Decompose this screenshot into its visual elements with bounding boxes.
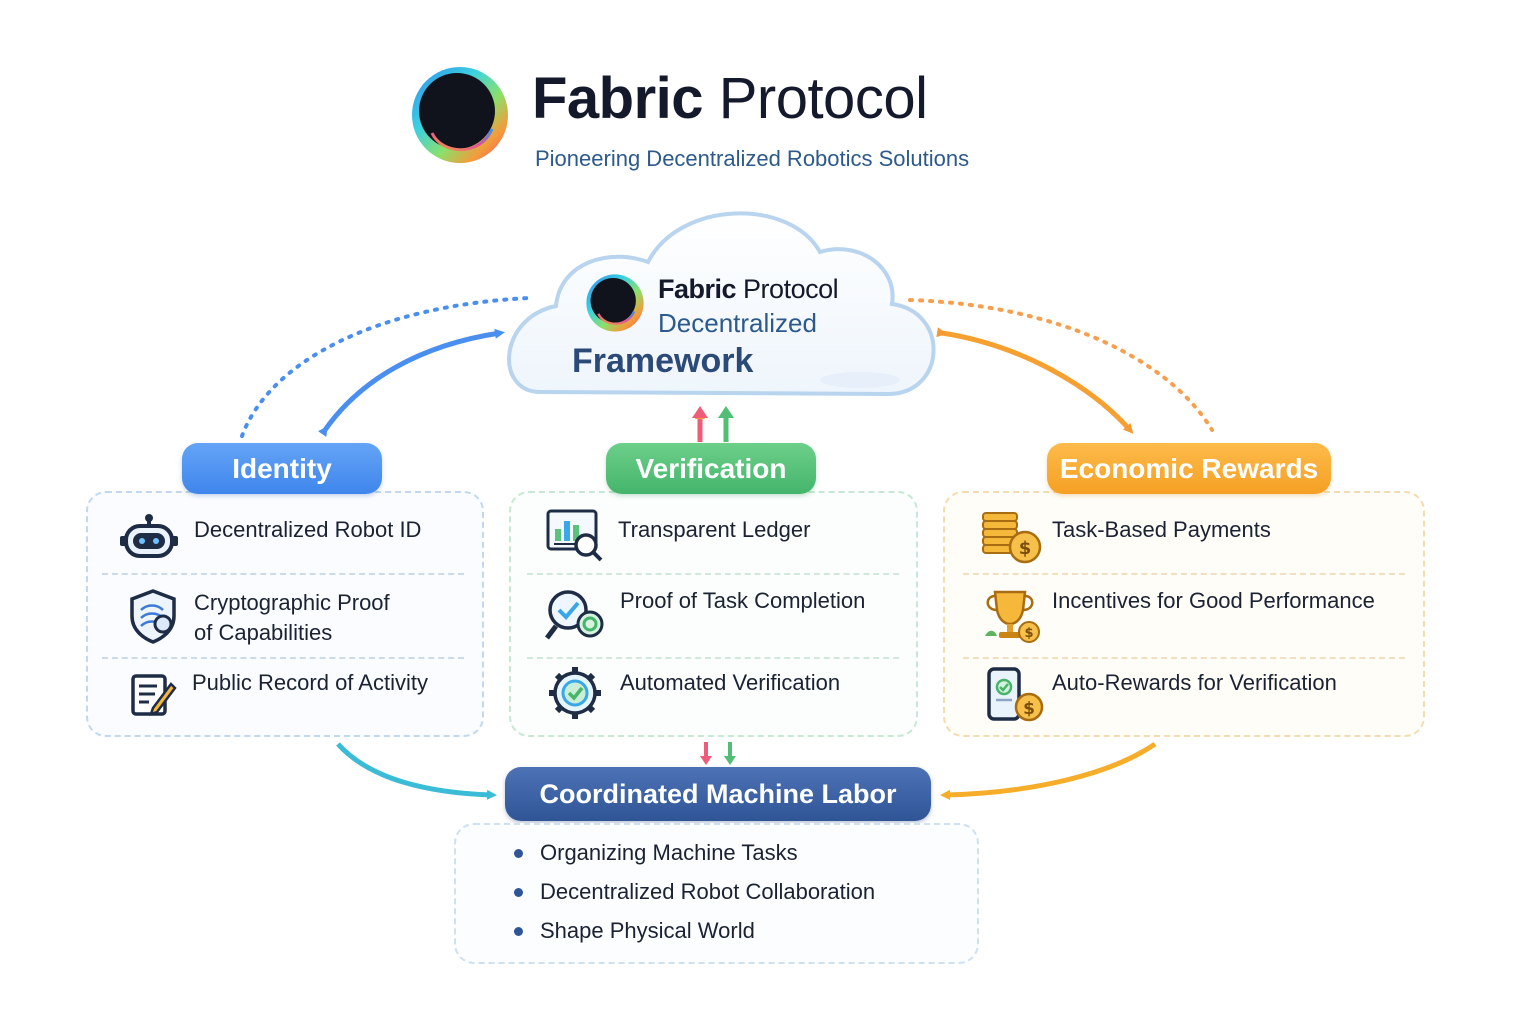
labor-bullet: Shape Physical World [514, 916, 755, 946]
labor-bullet: Decentralized Robot Collaboration [514, 877, 875, 907]
phone-coin-icon: $ [987, 667, 1044, 722]
labor-bullet: Organizing Machine Tasks [514, 838, 798, 868]
fabric-ring-logo-icon [412, 67, 508, 163]
identity-item-crypto-proof: Cryptographic Proof of Capabilities [194, 590, 390, 645]
cloud-shape [507, 211, 936, 397]
economic-item-auto-rewards: Auto-Rewards for Verification [1052, 670, 1337, 695]
verification-divider [527, 657, 899, 659]
robot-icon [120, 514, 178, 558]
svg-text:$: $ [1024, 626, 1033, 641]
labor-pill: Coordinated Machine Labor [505, 767, 931, 821]
shield-icon [130, 589, 176, 644]
identity-divider [102, 573, 464, 575]
identity-item-public-record: Public Record of Activity [192, 670, 428, 695]
economic-item-incentives: Incentives for Good Performance [1052, 588, 1375, 613]
economic-divider [963, 573, 1405, 575]
fabric-ring-logo-small-icon [586, 274, 644, 332]
verification-item-proof-task: Proof of Task Completion [620, 588, 866, 613]
economic-pill: Economic Rewards [1047, 443, 1331, 494]
coins-icon: $ [982, 512, 1042, 564]
svg-text:$: $ [1023, 699, 1035, 719]
cloud-title: Fabric Protocol [658, 274, 839, 304]
identity-pill: Identity [182, 443, 382, 494]
svg-text:$: $ [1019, 538, 1032, 559]
economic-divider [963, 657, 1405, 659]
trophy-icon: $ [985, 590, 1040, 643]
check-magnifier-icon [545, 590, 604, 640]
gear-check-icon [549, 667, 601, 719]
labor-panel [454, 823, 979, 964]
ledger-magnifier-icon [546, 509, 603, 562]
page-subtitle: Pioneering Decentralized Robotics Soluti… [535, 146, 970, 171]
verification-item-ledger: Transparent Ledger [618, 517, 811, 542]
cloud-framework-label: Framework [572, 342, 754, 380]
identity-divider [102, 657, 464, 659]
identity-item-robot-id: Decentralized Robot ID [194, 517, 422, 542]
cloud-subtitle: Decentralized [658, 308, 817, 338]
verification-pill: Verification [606, 443, 816, 494]
verification-item-automated: Automated Verification [620, 670, 841, 695]
economic-item-task-payments: Task-Based Payments [1052, 517, 1271, 542]
document-edit-icon [131, 674, 177, 716]
page-title: Fabric Protocol [532, 66, 928, 131]
verification-divider [527, 573, 899, 575]
